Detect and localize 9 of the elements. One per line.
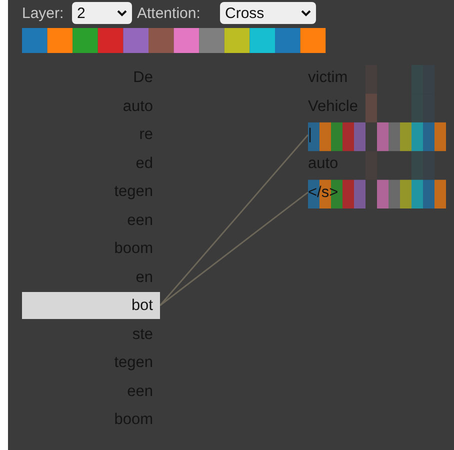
- attention-line: [160, 192, 308, 306]
- attention-line: [159, 134, 309, 306]
- control-label: Attention:: [137, 5, 200, 22]
- target-token: |: [308, 121, 378, 148]
- layer-select: 2: [72, 2, 132, 24]
- attention-select: Cross: [220, 2, 316, 24]
- selected-source-token: bot: [22, 292, 160, 319]
- control-label: Layer:: [22, 5, 64, 22]
- target-token: </s>: [308, 178, 378, 206]
